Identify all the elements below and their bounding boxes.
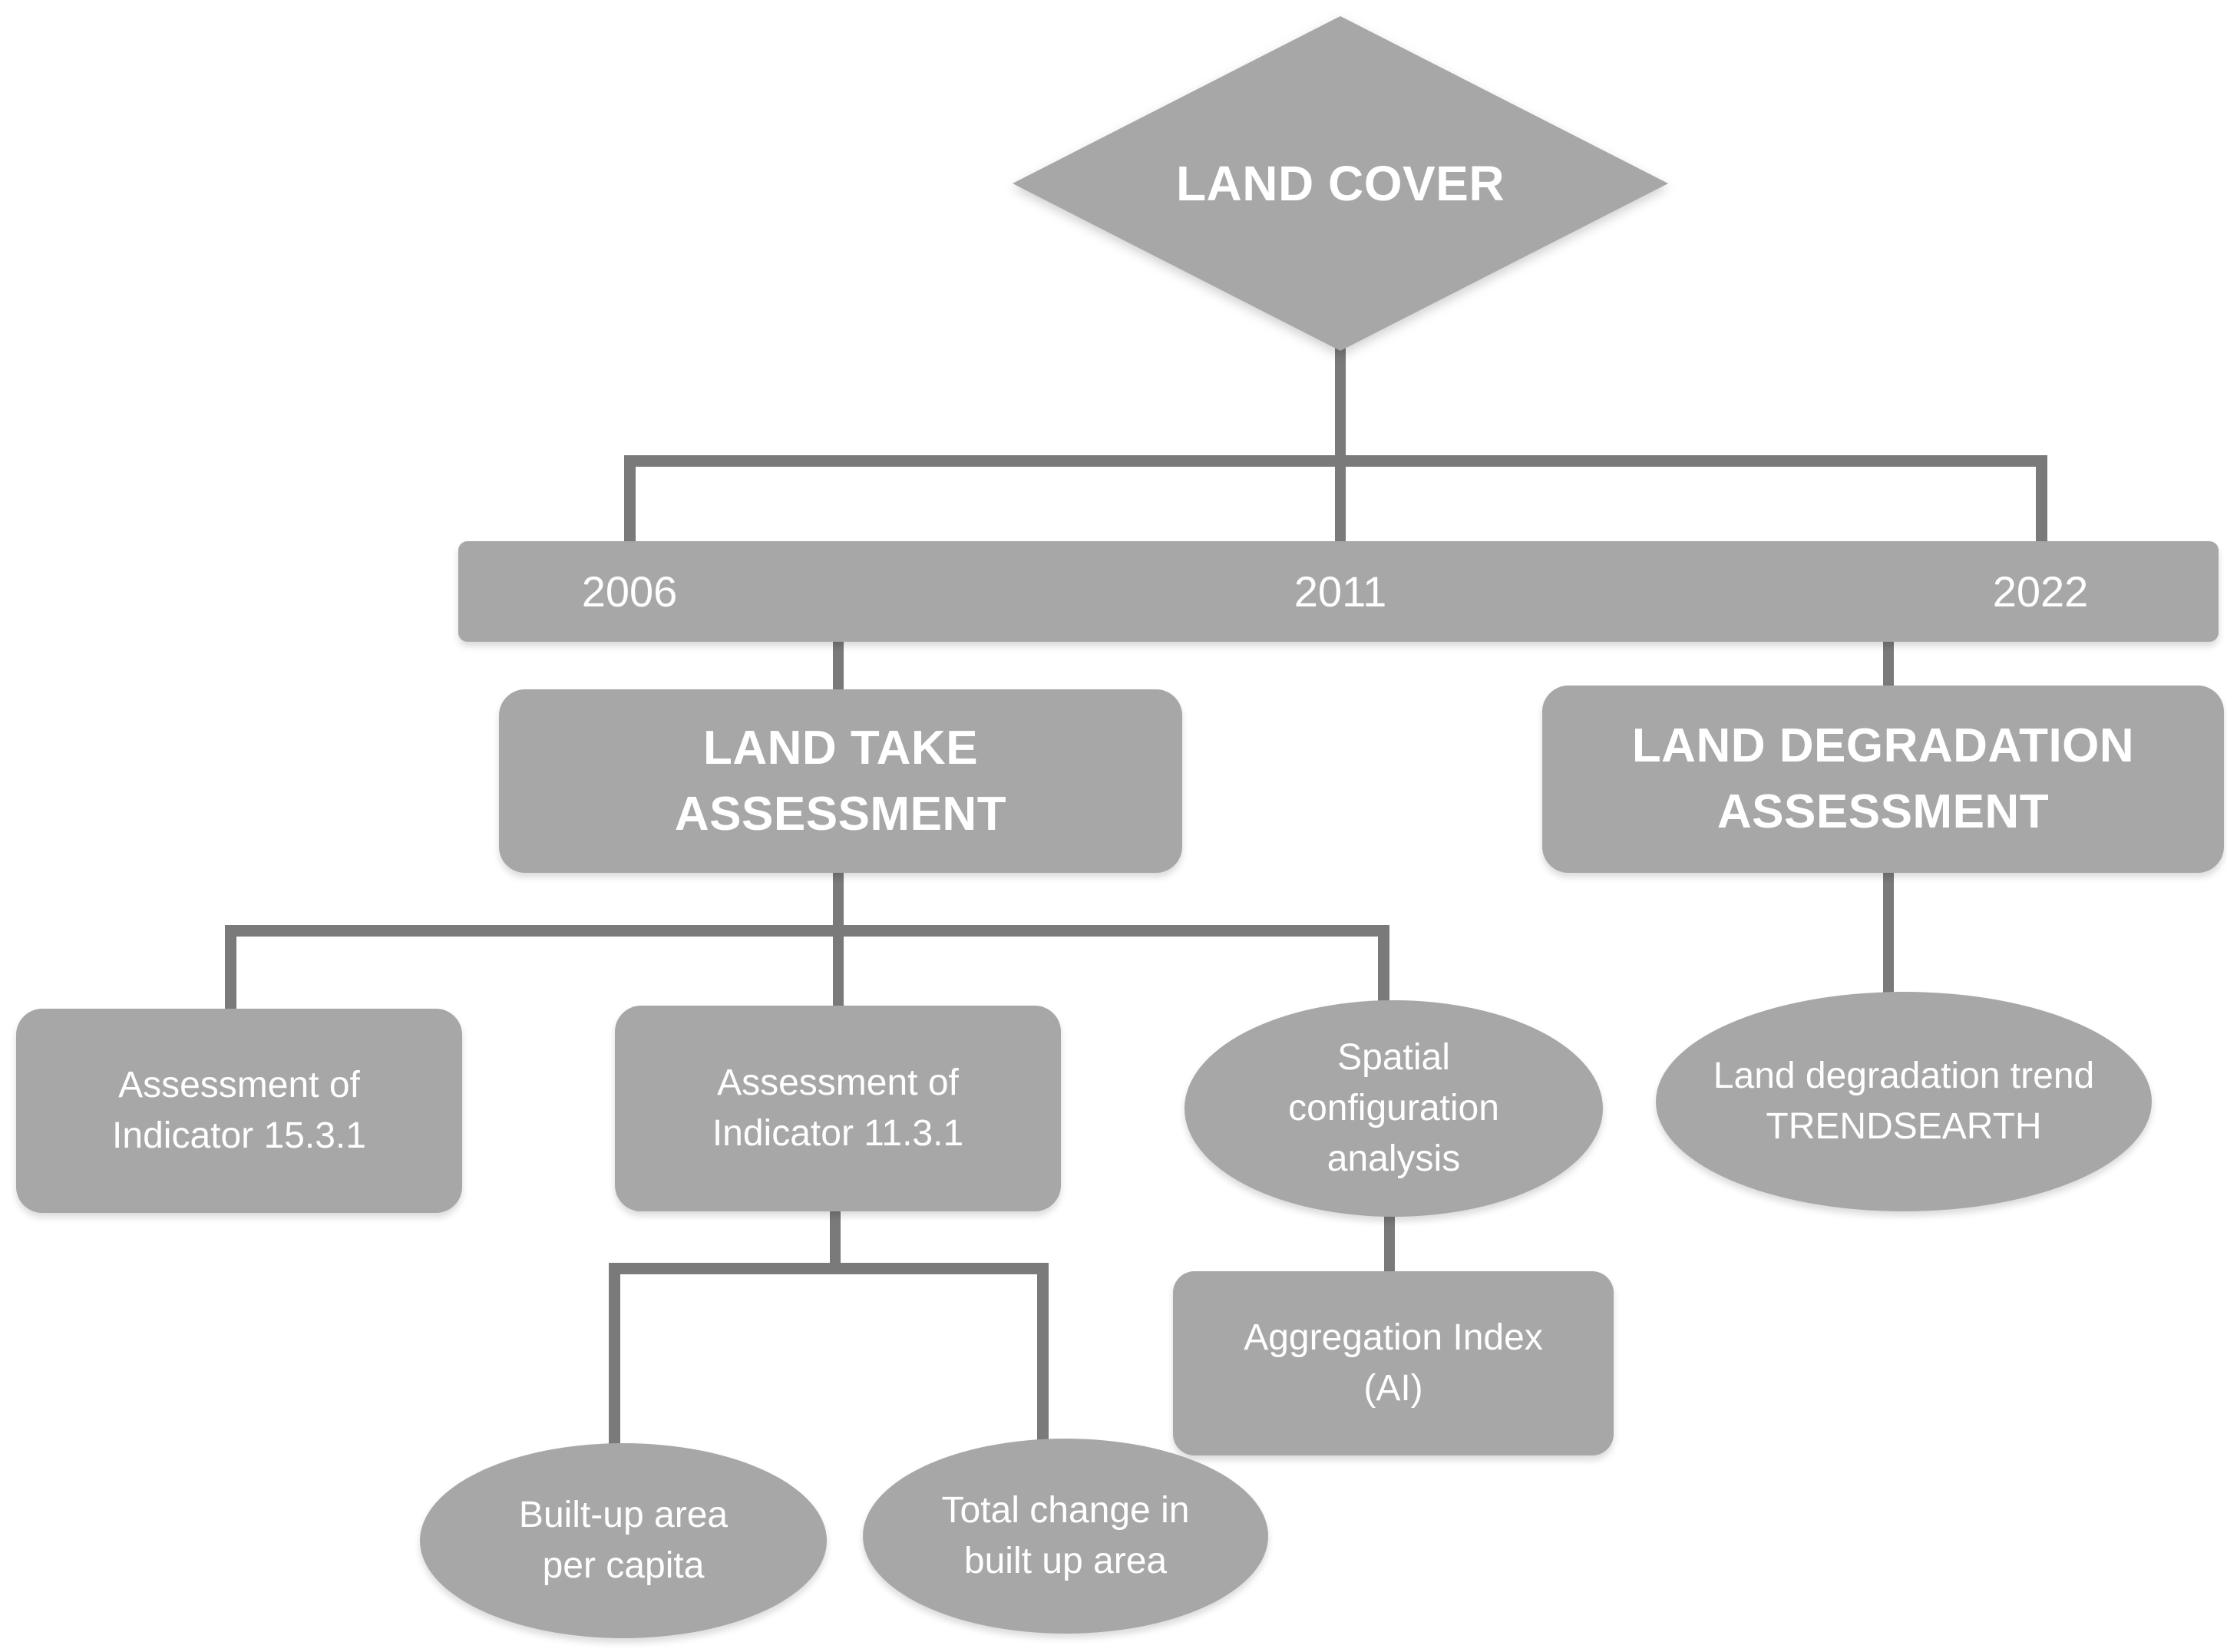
connector-branch2-left-drop bbox=[609, 1263, 620, 1451]
connector-branch1-right-drop bbox=[1378, 925, 1389, 1013]
connector-branch2-horizontal bbox=[609, 1263, 1049, 1274]
total-change-node: Total change in built up area bbox=[863, 1439, 1268, 1634]
connector-top-left-drop bbox=[624, 455, 636, 542]
label-line: Aggregation Index bbox=[1244, 1317, 1543, 1358]
connector-bar-to-land-take bbox=[833, 637, 844, 691]
label-line: Spatial bbox=[1337, 1037, 1450, 1078]
label-line: (AI) bbox=[1363, 1368, 1423, 1409]
label-line: TRENDSEARTH bbox=[1766, 1106, 2042, 1147]
aggregation-index-node: Aggregation Index (AI) bbox=[1173, 1271, 1614, 1455]
label-line: Assessment of bbox=[717, 1062, 959, 1103]
connector-branch1-horizontal bbox=[225, 925, 1389, 937]
spatial-configuration-node: Spatial configuration analysis bbox=[1185, 1000, 1603, 1217]
indicator-15-3-1-node: Assessment of Indicator 15.3.1 bbox=[16, 1009, 462, 1213]
land-take-assessment-node: LAND TAKE ASSESSMENT bbox=[499, 689, 1182, 873]
label-line: ASSESSMENT bbox=[674, 787, 1007, 841]
label-line: Total change in bbox=[941, 1490, 1190, 1531]
land-degradation-assessment-node: LAND DEGRADATION ASSESSMENT bbox=[1542, 686, 2224, 873]
year-2006-label: 2006 bbox=[581, 567, 678, 616]
connector-top-horizontal bbox=[624, 455, 2047, 467]
connector-top-right-drop bbox=[2036, 455, 2047, 542]
built-up-area-node: Built-up area per capita bbox=[420, 1443, 827, 1638]
land-cover-diamond: LAND COVER bbox=[1013, 16, 1668, 351]
label-line: configuration bbox=[1288, 1088, 1499, 1128]
connector-land-take-to-branch bbox=[833, 867, 844, 1009]
connector-branch1-left-drop bbox=[225, 925, 236, 1011]
connector-branch2-right-drop bbox=[1037, 1263, 1049, 1447]
connector-root-stem bbox=[1335, 344, 1346, 542]
label-line: LAND DEGRADATION bbox=[1631, 719, 2135, 772]
connector-11-3-1-to-branch bbox=[830, 1209, 841, 1269]
land-cover-label: LAND COVER bbox=[1175, 156, 1505, 211]
year-2011-label: 2011 bbox=[1294, 567, 1387, 616]
label-line: analysis bbox=[1327, 1138, 1461, 1179]
label-line: Indicator 11.3.1 bbox=[712, 1113, 964, 1154]
label-line: Assessment of bbox=[118, 1065, 360, 1105]
connector-spatial-to-ai bbox=[1384, 1213, 1395, 1274]
label-line: Land degradation trend bbox=[1713, 1056, 2095, 1096]
label-line: LAND TAKE bbox=[702, 721, 979, 775]
land-degradation-trend-node: Land degradation trend TRENDSEARTH bbox=[1656, 992, 2152, 1211]
label-line: Built-up area bbox=[518, 1495, 729, 1535]
land-cover-node: LAND COVER bbox=[1013, 16, 1668, 351]
year-2022-label: 2022 bbox=[1992, 567, 2089, 616]
indicator-11-3-1-node: Assessment of Indicator 11.3.1 bbox=[615, 1006, 1061, 1211]
label-line: ASSESSMENT bbox=[1717, 785, 2050, 838]
label-line: Indicator 15.3.1 bbox=[112, 1115, 366, 1156]
connector-land-degradation-to-trend bbox=[1883, 867, 1894, 998]
connector-bar-to-land-degradation bbox=[1883, 637, 1894, 688]
label-line: per capita bbox=[542, 1545, 705, 1586]
timeline-bar: 2006 2011 2022 bbox=[458, 541, 2219, 642]
label-line: built up area bbox=[963, 1541, 1168, 1581]
